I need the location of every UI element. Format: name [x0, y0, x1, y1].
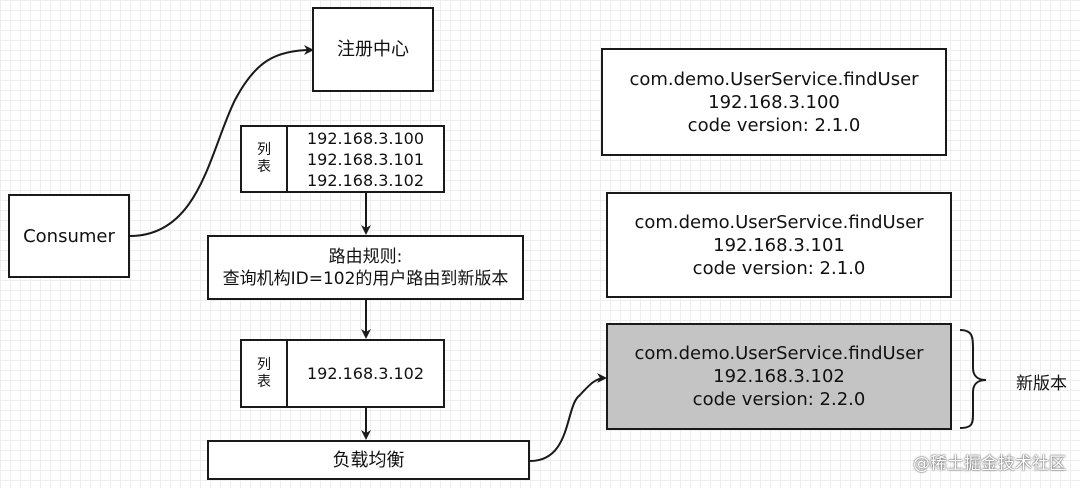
registry-center-box: 注册中心 — [312, 7, 434, 92]
service-name: com.demo.UserService.findUser — [634, 343, 924, 364]
consumer-label: Consumer — [23, 225, 115, 247]
filtered-list-box: 列表 192.168.3.102 — [240, 339, 445, 408]
routing-rule-text: 查询机构ID=102的用户路由到新版本 — [222, 268, 509, 289]
service-version: code version: 2.1.0 — [687, 114, 861, 136]
list-label: 列表 — [242, 127, 288, 191]
list-item: 192.168.3.102 — [306, 364, 425, 383]
service-version: code version: 2.2.0 — [692, 389, 866, 410]
service-instance-box: com.demo.UserService.findUser 192.168.3.… — [601, 48, 947, 156]
service-name: com.demo.UserService.findUser — [634, 211, 924, 233]
list-item: 192.168.3.101 — [306, 149, 425, 169]
consumer-box: Consumer — [8, 194, 130, 278]
service-ip: 192.168.3.100 — [708, 91, 840, 113]
service-name: com.demo.UserService.findUser — [629, 68, 919, 90]
load-balancer-box: 负载均衡 — [207, 440, 530, 480]
new-version-label: 新版本 — [1016, 374, 1067, 394]
consumer-to-registry-connector — [129, 45, 314, 237]
routing-rule-title: 路由规则: — [328, 246, 403, 267]
service-instance-box: com.demo.UserService.findUser 192.168.3.… — [606, 192, 952, 298]
routing-rule-box: 路由规则: 查询机构ID=102的用户路由到新版本 — [207, 235, 524, 300]
service-version: code version: 2.1.0 — [692, 257, 866, 279]
new-version-brace — [959, 329, 987, 429]
list-item: 192.168.3.100 — [306, 128, 425, 148]
watermark: @稀土掘金技术社区 — [913, 454, 1066, 474]
load-balancer-label: 负载均衡 — [332, 449, 405, 471]
registry-center-label: 注册中心 — [337, 39, 409, 60]
service-ip: 192.168.3.101 — [713, 234, 845, 256]
list-item: 192.168.3.102 — [306, 170, 425, 190]
list-label: 列表 — [242, 341, 288, 406]
provider-list-box: 列表 192.168.3.100 192.168.3.101 192.168.3… — [240, 125, 445, 193]
list-items: 192.168.3.102 — [288, 341, 443, 406]
list-items: 192.168.3.100 192.168.3.101 192.168.3.10… — [288, 127, 443, 191]
service-ip: 192.168.3.102 — [713, 366, 845, 387]
service-instance-new-box: com.demo.UserService.findUser 192.168.3.… — [606, 323, 952, 430]
loadbalancer-to-service-connector — [529, 373, 607, 462]
